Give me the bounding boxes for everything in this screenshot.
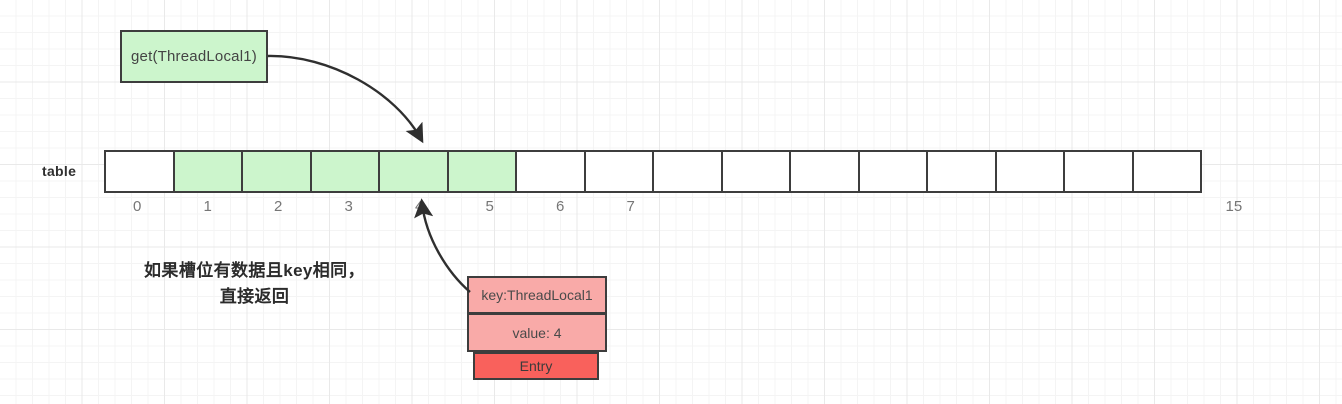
entry-key-row: key:ThreadLocal1 bbox=[467, 276, 607, 314]
table-index-4: 4 bbox=[415, 198, 424, 215]
table-row bbox=[104, 150, 1202, 193]
annotation-note: 如果槽位有数据且key相同， 直接返回 bbox=[112, 258, 397, 310]
table-index-10 bbox=[809, 196, 880, 218]
table-cell-14 bbox=[1063, 150, 1134, 193]
table-index-6: 6 bbox=[556, 198, 565, 215]
table-cell-5 bbox=[446, 150, 517, 193]
table-index-13 bbox=[1021, 196, 1092, 218]
call-to-slot-arrow bbox=[267, 54, 424, 144]
table-cell-12 bbox=[926, 150, 997, 193]
table-index-row: 0 1 2 3 4 5 6 7 15 bbox=[104, 196, 1243, 218]
table-index-12 bbox=[950, 196, 1021, 218]
table-index-15: 15 bbox=[1225, 198, 1243, 215]
table-index-3: 3 bbox=[344, 198, 353, 215]
table-cell-2 bbox=[241, 150, 312, 193]
table-cell-0 bbox=[104, 150, 175, 193]
table-cell-15 bbox=[1131, 150, 1202, 193]
table-index-14 bbox=[1091, 196, 1162, 218]
entry-key-label: key:ThreadLocal1 bbox=[481, 287, 593, 303]
table-cell-1 bbox=[172, 150, 243, 193]
table-index-9 bbox=[739, 196, 810, 218]
table-cell-10 bbox=[789, 150, 860, 193]
table-index-7: 7 bbox=[626, 198, 635, 215]
table-index-5: 5 bbox=[485, 198, 494, 215]
table-cell-3 bbox=[309, 150, 380, 193]
table-cell-9 bbox=[720, 150, 791, 193]
table-index-0: 0 bbox=[133, 198, 142, 215]
table-index-2: 2 bbox=[274, 198, 283, 215]
annotation-note-line1: 如果槽位有数据且key相同， bbox=[144, 261, 365, 280]
get-threadlocal-label: get(ThreadLocal1) bbox=[131, 48, 257, 65]
entry-title-label: Entry bbox=[519, 358, 553, 374]
annotation-note-line2: 直接返回 bbox=[219, 287, 290, 306]
table-index-11 bbox=[880, 196, 951, 218]
table-cell-6 bbox=[515, 150, 586, 193]
table-index-1: 1 bbox=[203, 198, 212, 215]
table-index-8 bbox=[668, 196, 739, 218]
table-cell-4 bbox=[378, 150, 449, 193]
entry-value-row: value: 4 bbox=[467, 314, 607, 352]
table-cell-13 bbox=[994, 150, 1065, 193]
table-label: table bbox=[42, 163, 77, 179]
table-cell-8 bbox=[652, 150, 723, 193]
get-threadlocal-box: get(ThreadLocal1) bbox=[120, 30, 268, 83]
table-cell-7 bbox=[583, 150, 654, 193]
entry-title-row: Entry bbox=[473, 352, 599, 380]
table-cell-11 bbox=[857, 150, 928, 193]
entry-value-label: value: 4 bbox=[512, 324, 562, 341]
